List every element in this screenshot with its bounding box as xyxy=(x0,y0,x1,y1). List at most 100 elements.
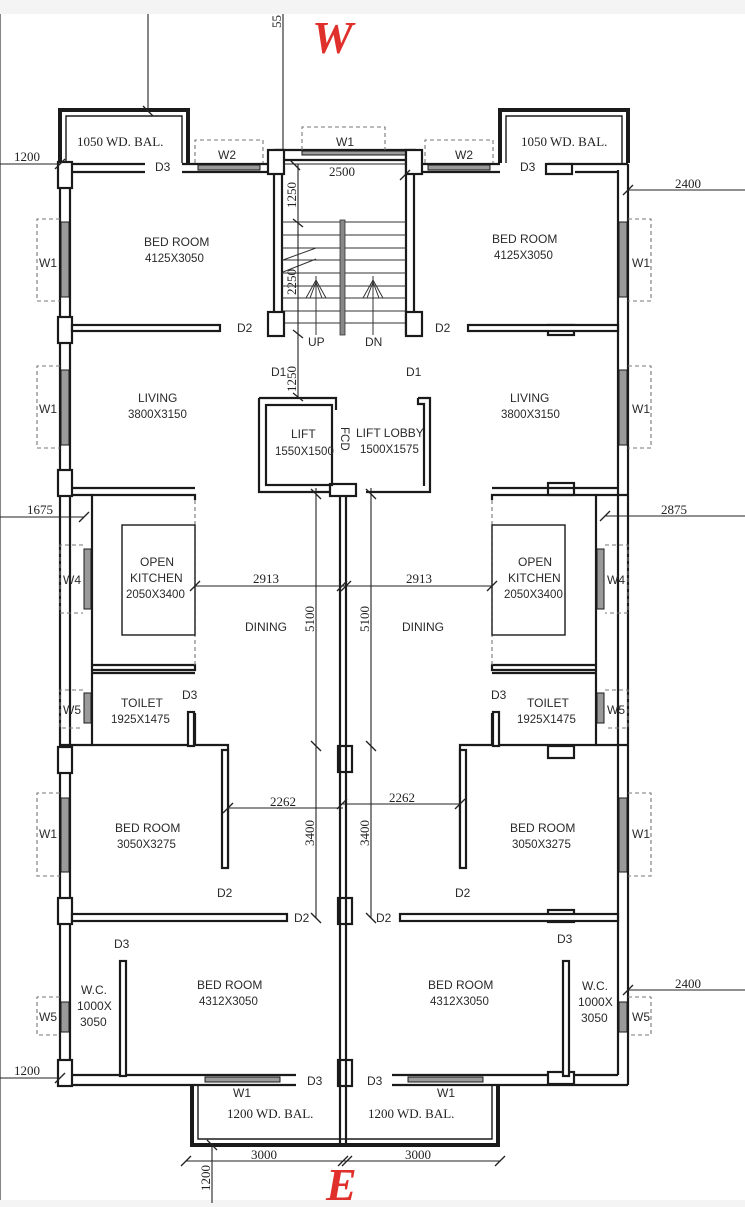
dim-bot-left-offset: 1200 xyxy=(14,1063,40,1078)
lift-size: 1550X1500 xyxy=(275,446,334,458)
window-w1-bottom-left: W1 xyxy=(233,1086,251,1100)
top-margin-band xyxy=(0,0,745,14)
bottom-margin-band xyxy=(0,1200,745,1207)
dining-left-label: DINING xyxy=(245,620,287,634)
lift-lobby-size: 1500X1575 xyxy=(360,444,419,456)
dim-bot-right-offset: 2400 xyxy=(675,976,701,991)
door-d2-center-left: D2 xyxy=(294,911,310,925)
living-right-name: LIVING xyxy=(510,391,549,405)
window-w2-left: W2 xyxy=(218,148,236,162)
wc-left-line2: 1000X xyxy=(77,999,112,1013)
bedroom-mid-left-name: BED ROOM xyxy=(115,821,180,835)
kitchen-left-line1: OPEN xyxy=(140,555,174,569)
window-w5-left-wc: W5 xyxy=(39,1010,57,1024)
stair-down-label: DN xyxy=(365,335,382,349)
door-d1-right: D1 xyxy=(406,365,422,379)
living-right-size: 3800X3150 xyxy=(501,409,560,421)
wc-right-line1: W.C. xyxy=(582,979,608,993)
door-d3-top-left: D3 xyxy=(155,160,171,174)
window-w1-right-midbed: W1 xyxy=(632,827,650,841)
door-d3-bottom-left: D3 xyxy=(307,1074,323,1088)
door-d2-center-right: D2 xyxy=(376,911,392,925)
dim-top-left-offset: 1200 xyxy=(14,149,40,164)
window-w4-left: W4 xyxy=(63,573,81,587)
compass-west: W xyxy=(312,12,356,63)
bedroom-bot-left-name: BED ROOM xyxy=(197,978,262,992)
staircase: UP DN xyxy=(272,148,416,349)
dimension-lines: 1200 2500 1250 2250 1250 55 2400 1675 28… xyxy=(0,14,745,1203)
door-d2-left: D2 xyxy=(237,321,253,335)
bedroom-top-right-size: 4125X3050 xyxy=(494,250,553,262)
dim-top-cut: 55 xyxy=(269,15,284,28)
balcony-bottom-right-label: 1200 WD. BAL. xyxy=(368,1106,454,1121)
door-d2-midbed-right: D2 xyxy=(455,886,471,900)
dim-balcony-depth: 1200 xyxy=(198,1165,213,1191)
dim-stair-1250-top: 1250 xyxy=(284,182,299,208)
bedroom-bot-left-size: 4312X3050 xyxy=(199,996,258,1008)
dim-stair-2250: 2250 xyxy=(284,269,299,295)
kitchen-left-line2: KITCHEN xyxy=(130,571,183,585)
dim-top-right-offset: 2400 xyxy=(675,176,701,191)
window-w5-left-toilet: W5 xyxy=(63,703,81,717)
door-d3-wc-right: D3 xyxy=(557,932,573,946)
window-w1-left-living: W1 xyxy=(39,402,57,416)
dim-bed-right-width: 2262 xyxy=(389,790,415,805)
bedroom-top-left-size: 4125X3050 xyxy=(145,253,204,265)
dining-right-label: DINING xyxy=(402,620,444,634)
kitchen-right-line2: KITCHEN xyxy=(508,571,561,585)
dim-bed-right-height: 3400 xyxy=(357,820,372,846)
kitchen-left-size: 2050X3400 xyxy=(126,589,185,601)
door-d3-toilet-right: D3 xyxy=(491,688,507,702)
dim-stair-1250-bottom: 1250 xyxy=(284,366,299,392)
door-d1-left: D1 xyxy=(271,365,287,379)
window-w2-right: W2 xyxy=(455,148,473,162)
lift-name: LIFT xyxy=(291,427,316,441)
window-w5-right-wc: W5 xyxy=(632,1010,650,1024)
dim-dining-right-width: 2913 xyxy=(406,571,432,586)
bedroom-bot-right-size: 4312X3050 xyxy=(430,996,489,1008)
balcony-bottom-left-label: 1200 WD. BAL. xyxy=(227,1106,313,1121)
dim-stair-width: 2500 xyxy=(329,164,355,179)
compass-east: E xyxy=(325,1159,357,1207)
balcony-top-right-label: 1050 WD. BAL. xyxy=(521,134,607,149)
wc-left-line1: W.C. xyxy=(81,983,107,997)
dim-bed-left-height: 3400 xyxy=(302,820,317,846)
window-w1-right-living: W1 xyxy=(632,402,650,416)
window-w1-left-bed: W1 xyxy=(39,256,57,270)
kitchen-right-size: 2050X3400 xyxy=(504,589,563,601)
balcony-top-left-label: 1050 WD. BAL. xyxy=(77,134,163,149)
stair-up-label: UP xyxy=(308,335,325,349)
bedroom-top-left-name: BED ROOM xyxy=(144,235,209,249)
door-d2-right: D2 xyxy=(435,321,451,335)
door-d3-top-right: D3 xyxy=(520,160,536,174)
wc-right-line3: 3050 xyxy=(581,1011,608,1025)
wc-left-line3: 3050 xyxy=(80,1015,107,1029)
living-left-name: LIVING xyxy=(138,391,177,405)
dim-balcony-left-width: 3000 xyxy=(251,1147,277,1162)
window-w1-bottom-right: W1 xyxy=(437,1086,455,1100)
window-w1-top: W1 xyxy=(336,135,354,149)
toilet-left-size: 1925X1475 xyxy=(111,714,170,726)
window-w4-right: W4 xyxy=(607,573,625,587)
dim-mid-left-offset: 1675 xyxy=(27,502,53,517)
wc-right-line2: 1000X xyxy=(578,995,613,1009)
door-d3-toilet-left: D3 xyxy=(182,688,198,702)
lift-lobby-name: LIFT LOBBY xyxy=(356,426,424,440)
bedroom-mid-right-size: 3050X3275 xyxy=(512,839,571,851)
door-labels: D3 D3 D2 D2 D1 D1 D3 D3 D2 D2 D2 D2 D3 D… xyxy=(114,160,573,1088)
dim-dining-left-width: 2913 xyxy=(253,571,279,586)
door-d3-bottom-right: D3 xyxy=(367,1074,383,1088)
dim-balcony-right-width: 3000 xyxy=(405,1147,431,1162)
bedroom-mid-right-name: BED ROOM xyxy=(510,821,575,835)
dim-dining-left-height: 5100 xyxy=(302,606,317,632)
toilet-right-name: TOILET xyxy=(527,696,569,710)
windows: W2 W1 W2 W1 W1 W1 W1 W4 W4 W5 xyxy=(36,126,652,1100)
dim-dining-right-height: 5100 xyxy=(357,606,372,632)
toilet-right-size: 1925X1475 xyxy=(517,714,576,726)
kitchen-right-line1: OPEN xyxy=(518,555,552,569)
window-w1-left-midbed: W1 xyxy=(39,827,57,841)
dim-bed-left-width: 2262 xyxy=(270,794,296,809)
room-labels: 1050 WD. BAL. 1050 WD. BAL. BED ROOM 412… xyxy=(77,134,613,1121)
door-d2-midbed-left: D2 xyxy=(217,886,233,900)
